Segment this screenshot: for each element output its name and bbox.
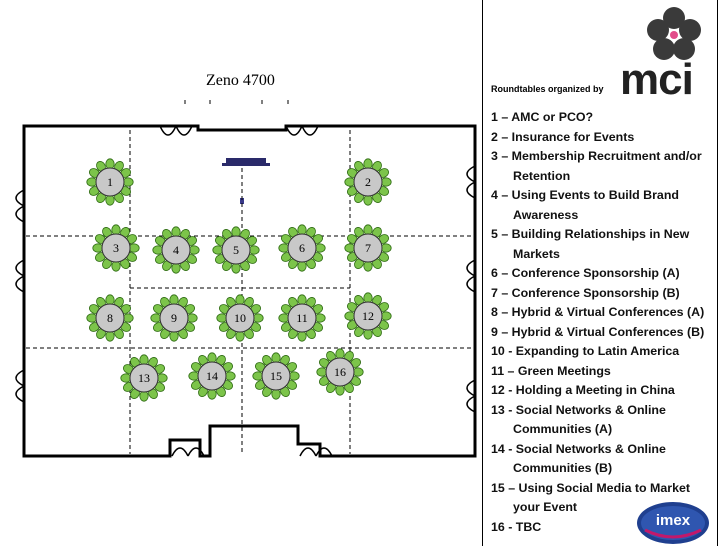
- topic-list: 1 – AMC or PCO? 2 – Insurance for Events 3…: [491, 108, 704, 537]
- mci-flower-logo: [647, 7, 701, 60]
- table-number: 6: [299, 241, 305, 255]
- topic-item: 4 – Using Events to Build Brand: [491, 188, 679, 202]
- topic-item-continuation: Communities (A): [513, 422, 613, 436]
- topic-item: 5 – Building Relationships in New: [491, 227, 690, 241]
- table-number: 9: [171, 311, 177, 325]
- podium: [222, 158, 270, 204]
- table-top: [261, 361, 291, 391]
- topic-item: 8 – Hybrid & Virtual Conferences (A): [491, 305, 705, 319]
- table-top: [353, 301, 383, 331]
- topic-item: 14 - Social Networks & Online: [491, 441, 666, 456]
- roundtable-12: 12: [344, 292, 392, 340]
- roundtable-11: 11: [278, 294, 326, 342]
- table-top: [101, 233, 131, 263]
- table-number: 5: [233, 243, 239, 257]
- table-number: 10: [234, 311, 246, 325]
- title-markers: [184, 100, 289, 104]
- imex-logo-text: imex: [656, 512, 691, 529]
- table-number: 4: [173, 243, 179, 257]
- table-number: 7: [365, 241, 371, 255]
- roundtable-8: 8: [86, 294, 134, 342]
- table-top: [159, 303, 189, 333]
- table-top: [225, 303, 255, 333]
- topic-item: 2 – Insurance for Events: [491, 129, 635, 144]
- roundtable-15: 15: [252, 352, 300, 400]
- topic-item: 12 - Holding a Meeting in China: [491, 383, 675, 397]
- roundtable-10: 10: [216, 294, 264, 342]
- table-top: [197, 361, 227, 391]
- table-number: 16: [334, 365, 346, 379]
- roundtable-7: 7: [344, 224, 392, 272]
- table-top: [325, 357, 355, 387]
- topic-item: 3 – Membership Recruitment and/or: [491, 149, 702, 163]
- roundtable-legend: Roundtables organized by mci 1 – AMC or …: [482, 0, 718, 546]
- table-top: [353, 233, 383, 263]
- table-number: 13: [138, 371, 150, 385]
- roundtable-9: 9: [150, 294, 198, 342]
- topic-item: 9 – Hybrid & Virtual Conferences (B): [491, 324, 705, 339]
- table-number: 3: [113, 241, 119, 255]
- imex-america-logo: imex: [637, 502, 709, 544]
- table-number: 14: [206, 369, 218, 383]
- topic-item: 16 - TBC: [491, 519, 542, 534]
- topic-item-continuation: Awareness: [513, 207, 579, 222]
- table-top: [161, 235, 191, 265]
- table-top: [95, 167, 125, 197]
- roundtable-4: 4: [152, 226, 200, 274]
- topic-item: 10 - Expanding to Latin America: [491, 344, 680, 358]
- table-number: 1: [107, 175, 113, 189]
- topic-item: 6 – Conference Sponsorship (A): [491, 266, 680, 280]
- table-top: [353, 167, 383, 197]
- roundtable-13: 13: [120, 354, 168, 402]
- topic-item-continuation: Communities (B): [513, 461, 613, 475]
- topic-item: 15 – Using Social Media to Market: [491, 480, 691, 495]
- roundtable-1: 1: [86, 158, 134, 206]
- room-name: Zeno 4700: [206, 72, 275, 89]
- roundtable-3: 3: [92, 224, 140, 272]
- floor-plan: Zeno 4700: [15, 72, 477, 458]
- roundtable-14: 14: [188, 352, 236, 400]
- table-number: 2: [365, 175, 371, 189]
- room-walls: [22, 124, 477, 458]
- table-number: 8: [107, 311, 113, 325]
- table-number: 11: [296, 311, 308, 325]
- roundtable-2: 2: [344, 158, 392, 206]
- table-top: [129, 363, 159, 393]
- table-top: [287, 303, 317, 333]
- organized-by-label: Roundtables organized by: [491, 84, 604, 94]
- table-top: [221, 235, 251, 265]
- doors: [15, 125, 476, 457]
- table-number: 15: [270, 369, 282, 383]
- roundtable-16: 16: [316, 348, 364, 396]
- table-number: 12: [362, 309, 374, 323]
- topic-item-continuation: your Event: [513, 500, 578, 514]
- roundtable-6: 6: [278, 224, 326, 272]
- topic-item: 7 – Conference Sponsorship (B): [491, 285, 680, 300]
- topic-item: 1 – AMC or PCO?: [491, 110, 594, 124]
- table-top: [287, 233, 317, 263]
- topic-item: 13 - Social Networks & Online: [491, 402, 666, 417]
- topic-item-continuation: Retention: [513, 168, 571, 183]
- table-top: [95, 303, 125, 333]
- topic-item-continuation: Markets: [513, 246, 560, 261]
- roundtable-5: 5: [212, 226, 260, 274]
- topic-item: 11 – Green Meetings: [491, 363, 611, 378]
- mci-logo-text: mci: [620, 55, 694, 104]
